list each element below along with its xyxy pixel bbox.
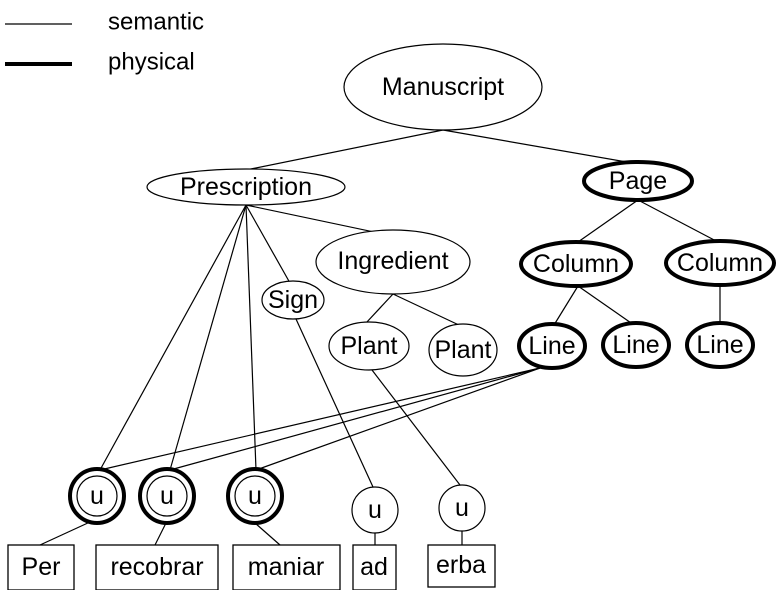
word-erba-box [427, 544, 496, 588]
legend: semantic physical [5, 9, 204, 76]
word-maniar-box [232, 544, 341, 590]
edge-line1-u2 [169, 367, 541, 471]
node-u-1-inner [76, 475, 118, 517]
edge-prescription-u1 [99, 204, 247, 471]
edge-prescription-u2 [169, 204, 247, 471]
node-line-2: Line [601, 321, 671, 369]
node-prescription-shape [146, 168, 346, 206]
edge-u3-maniar [254, 522, 281, 546]
legend-physical-label: physical [108, 49, 195, 76]
node-page: Page [582, 160, 694, 202]
node-ingredient-shape [315, 229, 471, 295]
node-u-4-shape [351, 486, 399, 534]
node-manuscript-label: Manuscript [382, 73, 504, 101]
edge-prescription-sign [245, 204, 291, 284]
node-line-3-label: Line [696, 331, 743, 359]
node-page-shape [582, 160, 694, 202]
legend-semantic-label: semantic [108, 9, 204, 36]
edge-line1-u3 [255, 367, 541, 471]
edge-manuscript-page [442, 129, 639, 165]
word-per-label: Per [22, 553, 61, 581]
node-plant-2: Plant [428, 323, 498, 377]
edge-u1-per [39, 521, 91, 546]
node-column-2-shape [664, 239, 776, 287]
word-maniar: maniar [232, 544, 341, 590]
word-per-box [7, 544, 75, 590]
edge-page-column1 [577, 199, 639, 243]
node-line-2-shape [601, 321, 671, 369]
node-u-3-label: u [248, 482, 262, 510]
node-u-5: u [438, 484, 486, 532]
edge-ingredient-plant1 [365, 293, 394, 324]
node-column-1-shape [519, 240, 633, 288]
node-column-2-label: Column [677, 249, 763, 277]
node-u-2: u [138, 467, 196, 525]
edge-sign-u4 [295, 318, 374, 488]
node-sign-label: Sign [268, 286, 318, 314]
word-ad: ad [352, 544, 397, 590]
node-column-2: Column [664, 239, 776, 287]
node-line-2-label: Line [612, 331, 659, 359]
node-line-3-shape [685, 321, 755, 369]
edge-ingredient-plant2 [392, 293, 462, 327]
edge-page-column2 [637, 199, 719, 243]
word-erba-label: erba [436, 551, 486, 579]
node-page-label: Page [609, 167, 667, 195]
node-u-4: u [351, 486, 399, 534]
node-manuscript: Manuscript [343, 43, 543, 131]
word-per: Per [7, 544, 75, 590]
node-u-2-label: u [160, 482, 174, 510]
word-ad-label: ad [360, 553, 388, 581]
node-plant-2-shape [428, 323, 498, 377]
node-line-1: Line [517, 322, 587, 370]
node-u-5-shape [438, 484, 486, 532]
edge-column1-line1 [553, 285, 579, 326]
edge-plant1-u5 [371, 369, 461, 486]
node-ingredient-label: Ingredient [337, 247, 448, 275]
word-maniar-label: maniar [248, 553, 324, 581]
word-recobrar-box [95, 544, 219, 590]
node-line-1-label: Line [528, 332, 575, 360]
edge-line1-u1 [99, 367, 541, 471]
edge-column1-line2 [577, 285, 635, 326]
edge-manuscript-prescription [245, 129, 444, 171]
node-prescription: Prescription [146, 168, 346, 206]
node-sign-shape [261, 280, 325, 320]
edges [39, 129, 721, 546]
node-line-3: Line [685, 321, 755, 369]
node-plant-1: Plant [328, 321, 410, 371]
edge-prescription-u3 [245, 204, 257, 471]
node-u-4-label: u [368, 496, 382, 524]
node-column-1: Column [519, 240, 633, 288]
node-u-1: u [68, 467, 126, 525]
node-plant-2-label: Plant [435, 336, 492, 364]
word-recobrar-label: recobrar [110, 553, 203, 581]
node-column-1-label: Column [533, 250, 619, 278]
node-u-3: u [226, 467, 284, 525]
edge-u2-recobrar [154, 522, 167, 546]
node-ingredient: Ingredient [315, 229, 471, 295]
edge-prescription-ingredient [245, 204, 394, 237]
node-u-3-inner [234, 475, 276, 517]
node-u-5-label: u [455, 494, 469, 522]
node-u-2-inner [146, 475, 188, 517]
word-recobrar: recobrar [95, 544, 219, 590]
node-prescription-label: Prescription [180, 173, 312, 201]
node-plant-1-shape [328, 321, 410, 371]
word-erba: erba [427, 544, 496, 588]
node-manuscript-shape [343, 43, 543, 131]
node-sign: Sign [261, 280, 325, 320]
node-plant-1-label: Plant [341, 332, 398, 360]
node-line-1-shape [517, 322, 587, 370]
node-u-1-label: u [90, 482, 104, 510]
word-ad-box [352, 544, 397, 590]
